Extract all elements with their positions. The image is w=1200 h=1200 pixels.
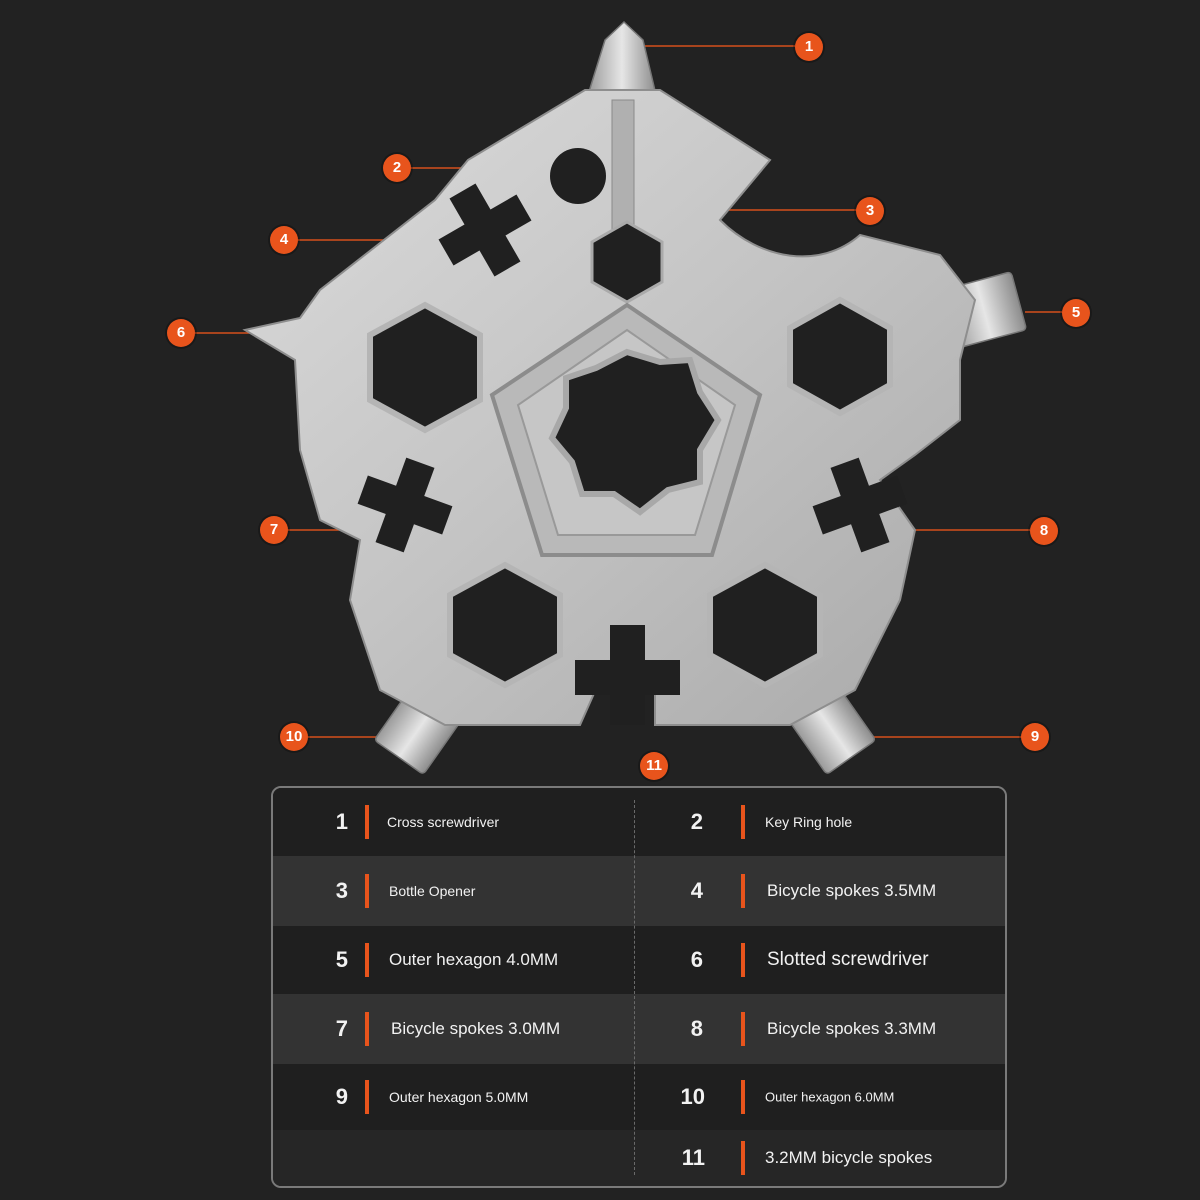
legend-label: Bicycle spokes 3.0MM: [391, 1019, 561, 1038]
legend-number: 5: [335, 947, 348, 972]
marker-7: 7: [260, 516, 288, 544]
legend-label: Bottle Opener: [389, 883, 476, 899]
marker-2: 2: [383, 154, 411, 182]
leader-lines: [195, 45, 1062, 738]
legend-accent-bar: [365, 805, 369, 839]
legend-cell-left: 9 Outer hexagon 5.0MM: [273, 1064, 635, 1130]
marker-1: 1: [795, 33, 823, 61]
marker-9: 9: [1021, 723, 1049, 751]
legend-label: Bicycle spokes 3.5MM: [767, 881, 937, 900]
legend-cell-left: [273, 1130, 635, 1186]
top-slot: [611, 99, 635, 231]
legend-number: 4: [690, 878, 703, 903]
legend-accent-bar: [741, 874, 745, 908]
marker-6: 6: [167, 319, 195, 347]
marker-3: 3: [856, 197, 884, 225]
legend-cell-left: 1 Cross screwdriver: [273, 788, 635, 856]
legend-row: 1 Cross screwdriver 2 Key Ring hole: [273, 788, 1005, 856]
legend-number: 9: [335, 1084, 348, 1109]
marker-8: 8: [1030, 517, 1058, 545]
legend-accent-bar: [365, 1080, 369, 1114]
legend-accent-bar: [741, 1080, 745, 1114]
legend-label: Outer hexagon 4.0MM: [389, 950, 559, 969]
legend-table: 1 Cross screwdriver 2 Key Ring hole 3 Bo…: [271, 786, 1007, 1188]
legend-label: Slotted screwdriver: [767, 949, 929, 970]
legend-row: 9 Outer hexagon 5.0MM 10 Outer hexagon 6…: [273, 1064, 1005, 1130]
legend-accent-bar: [741, 1012, 745, 1046]
legend-number: 10: [680, 1084, 705, 1109]
legend-number: 7: [335, 1016, 348, 1041]
legend-number: 8: [690, 1016, 703, 1041]
legend-row: 5 Outer hexagon 4.0MM 6 Slotted screwdri…: [273, 926, 1005, 994]
marker-10: 10: [280, 723, 308, 751]
marker-5: 5: [1062, 299, 1090, 327]
center-star-hole: [548, 348, 722, 516]
legend-number: 2: [690, 809, 703, 834]
legend-cell-left: 5 Outer hexagon 4.0MM: [273, 926, 635, 994]
legend-number: 3: [335, 878, 348, 903]
hex-holes: [367, 296, 893, 689]
legend-accent-bar: [365, 1012, 369, 1046]
legend-number: 1: [335, 809, 348, 834]
legend-label: Cross screwdriver: [387, 814, 500, 830]
marker-11: 11: [640, 752, 668, 780]
legend-accent-bar: [365, 874, 369, 908]
key-ring-hole: [550, 148, 606, 204]
legend-cell-right: 4 Bicycle spokes 3.5MM: [635, 856, 1005, 926]
legend-cell-right: 8 Bicycle spokes 3.3MM: [635, 994, 1005, 1064]
legend-accent-bar: [741, 1141, 745, 1175]
cross-screwdriver-bit: [586, 20, 657, 96]
legend-label: Key Ring hole: [765, 814, 853, 830]
small-hex-hole: [590, 220, 664, 304]
cross-cutouts: [357, 183, 908, 725]
legend-cell-right: 6 Slotted screwdriver: [635, 926, 1005, 994]
legend-cell-right: 11 3.2MM bicycle spokes: [635, 1130, 1005, 1186]
legend-number: 11: [681, 1145, 705, 1170]
legend-cell-left: 3 Bottle Opener: [273, 856, 635, 926]
legend-row: 11 3.2MM bicycle spokes: [273, 1130, 1005, 1186]
legend-row: 3 Bottle Opener 4 Bicycle spokes 3.5MM: [273, 856, 1005, 926]
snowflake-multitool-illustration: [195, 20, 1062, 774]
legend-cell-right: 2 Key Ring hole: [635, 788, 1005, 856]
legend-row: 7 Bicycle spokes 3.0MM 8 Bicycle spokes …: [273, 994, 1005, 1064]
legend-label: Outer hexagon 6.0MM: [765, 1089, 895, 1105]
legend-cell-left: 7 Bicycle spokes 3.0MM: [273, 994, 635, 1064]
legend-cell-right: 10 Outer hexagon 6.0MM: [635, 1064, 1005, 1130]
legend-accent-bar: [741, 805, 745, 839]
legend-accent-bar: [741, 943, 745, 977]
legend-label: Bicycle spokes 3.3MM: [767, 1019, 937, 1038]
legend-accent-bar: [365, 943, 369, 977]
legend-column-divider: [634, 800, 635, 1175]
legend-number: 6: [690, 947, 703, 972]
legend-label: 3.2MM bicycle spokes: [765, 1148, 933, 1167]
legend-label: Outer hexagon 5.0MM: [389, 1089, 529, 1105]
marker-4: 4: [270, 226, 298, 254]
